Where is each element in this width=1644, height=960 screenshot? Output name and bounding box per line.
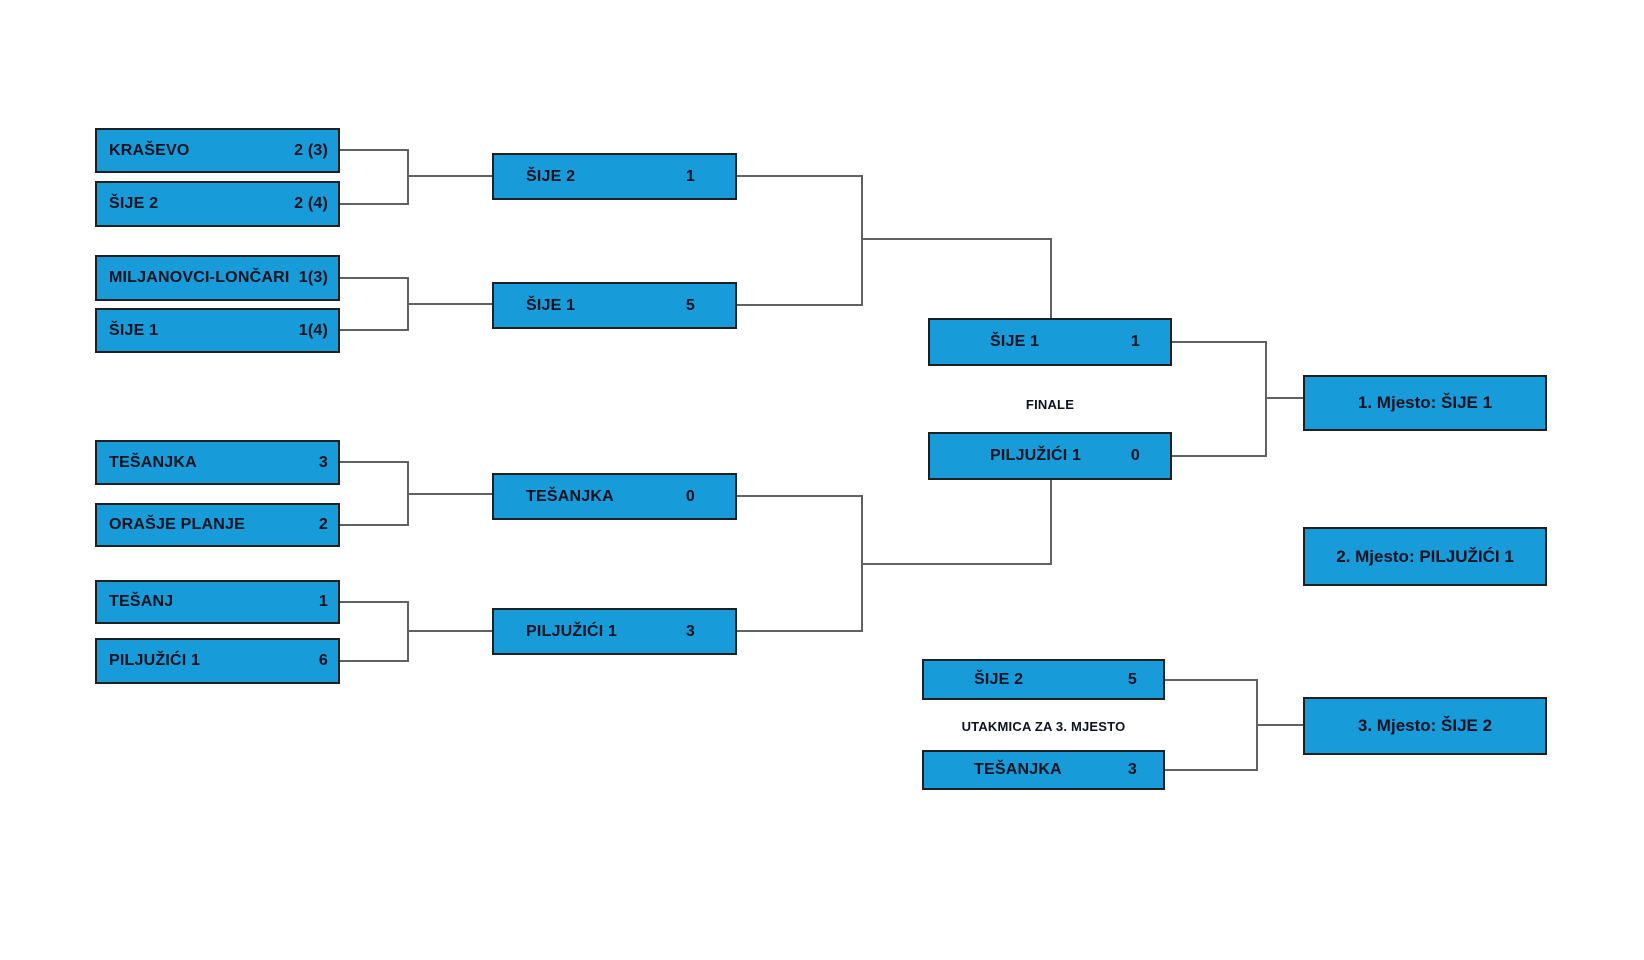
connector-line <box>407 175 492 177</box>
team-name: PILJUŽIĆI 1 <box>109 652 201 669</box>
connector-line <box>340 329 409 331</box>
team-score: 6 <box>318 652 328 669</box>
connector-line <box>407 630 492 632</box>
connector-line <box>340 601 409 603</box>
team-score: 0 <box>1130 447 1140 464</box>
placement-third: 3. Mjesto: ŠIJE 2 <box>1303 697 1547 755</box>
round1-team-krasevo: KRAŠEVO 2 (3) <box>95 128 340 173</box>
connector-line <box>1265 341 1267 457</box>
connector-line <box>1165 679 1258 681</box>
team-name: TEŠANJ <box>109 593 174 610</box>
finale-label: FINALE <box>1025 397 1075 412</box>
team-score: 5 <box>1127 670 1137 688</box>
connector-line <box>1172 341 1267 343</box>
connector-line <box>407 493 492 495</box>
team-score: 1(4) <box>298 321 328 339</box>
connector-line <box>737 304 863 306</box>
team-name: ŠIJE 1 <box>990 333 1040 350</box>
team-name: TEŠANJKA <box>109 453 197 471</box>
round1-team-sije1: ŠIJE 1 1(4) <box>95 308 340 353</box>
semifinal-team-tesanjka: TEŠANJKA 0 <box>492 473 737 520</box>
connector-line <box>1050 238 1052 318</box>
semifinal-team-sije1: ŠIJE 1 5 <box>492 282 737 329</box>
connector-line <box>340 277 409 279</box>
connector-line <box>1165 769 1258 771</box>
connector-line <box>1256 724 1303 726</box>
team-name: PILJUŽIĆI 1 <box>990 447 1082 464</box>
team-score: 3 <box>685 622 695 640</box>
connector-line <box>861 238 1052 240</box>
connector-line <box>1265 397 1303 399</box>
team-name: TEŠANJKA <box>974 761 1062 778</box>
connector-line <box>340 660 409 662</box>
connector-line <box>1050 480 1052 565</box>
placement-second: 2. Mjesto: PILJUŽIĆI 1 <box>1303 527 1547 586</box>
semifinal-team-sije2: ŠIJE 2 1 <box>492 153 737 200</box>
final-team-sije1: ŠIJE 1 1 <box>928 318 1172 366</box>
connector-line <box>737 495 863 497</box>
round1-team-miljanovci: MILJANOVCI-LONČARI 1(3) <box>95 255 340 301</box>
connector-line <box>861 175 863 306</box>
team-score: 1 <box>685 167 695 185</box>
final-team-piljuzici1: PILJUŽIĆI 1 0 <box>928 432 1172 480</box>
team-score: 3 <box>1127 761 1137 778</box>
team-name: ŠIJE 1 <box>109 321 159 339</box>
team-name: ŠIJE 2 <box>974 670 1024 688</box>
connector-line <box>737 630 863 632</box>
team-name: PILJUŽIĆI 1 <box>526 622 618 640</box>
round1-team-sije2: ŠIJE 2 2 (4) <box>95 181 340 227</box>
third-place-team-tesanjka: TEŠANJKA 3 <box>922 750 1165 790</box>
third-place-team-sije2: ŠIJE 2 5 <box>922 659 1165 700</box>
team-name: KRAŠEVO <box>109 141 190 159</box>
team-name: TEŠANJKA <box>526 487 614 505</box>
team-score: 2 (4) <box>294 195 328 212</box>
connector-line <box>340 203 409 205</box>
connector-line <box>340 461 409 463</box>
semifinal-team-piljuzici1: PILJUŽIĆI 1 3 <box>492 608 737 655</box>
connector-line <box>737 175 863 177</box>
connector-line <box>1172 455 1267 457</box>
team-score: 2 <box>318 516 328 533</box>
connector-line <box>407 303 492 305</box>
team-score: 1 <box>318 593 328 610</box>
team-score: 1 <box>1130 333 1140 350</box>
round1-team-tesanjka: TEŠANJKA 3 <box>95 440 340 485</box>
round1-team-orasje-planje: ORAŠJE PLANJE 2 <box>95 503 340 547</box>
team-name: ŠIJE 2 <box>526 167 576 185</box>
connector-line <box>861 563 1052 565</box>
team-score: 5 <box>685 296 695 314</box>
team-score: 2 (3) <box>294 141 328 159</box>
placement-first: 1. Mjesto: ŠIJE 1 <box>1303 375 1547 431</box>
team-name: ŠIJE 1 <box>526 296 576 314</box>
team-score: 1(3) <box>298 269 328 286</box>
team-name: MILJANOVCI-LONČARI <box>109 269 290 286</box>
third-place-label: UTAKMICA ZA 3. MJESTO <box>961 719 1126 734</box>
round1-team-tesanj: TEŠANJ 1 <box>95 580 340 624</box>
connector-line <box>340 524 409 526</box>
team-name: ORAŠJE PLANJE <box>109 516 245 533</box>
team-name: ŠIJE 2 <box>109 195 159 212</box>
round1-team-piljuzici1: PILJUŽIĆI 1 6 <box>95 638 340 684</box>
team-score: 3 <box>318 453 328 471</box>
connector-line <box>407 149 409 205</box>
connector-line <box>340 149 409 151</box>
team-score: 0 <box>685 487 695 505</box>
